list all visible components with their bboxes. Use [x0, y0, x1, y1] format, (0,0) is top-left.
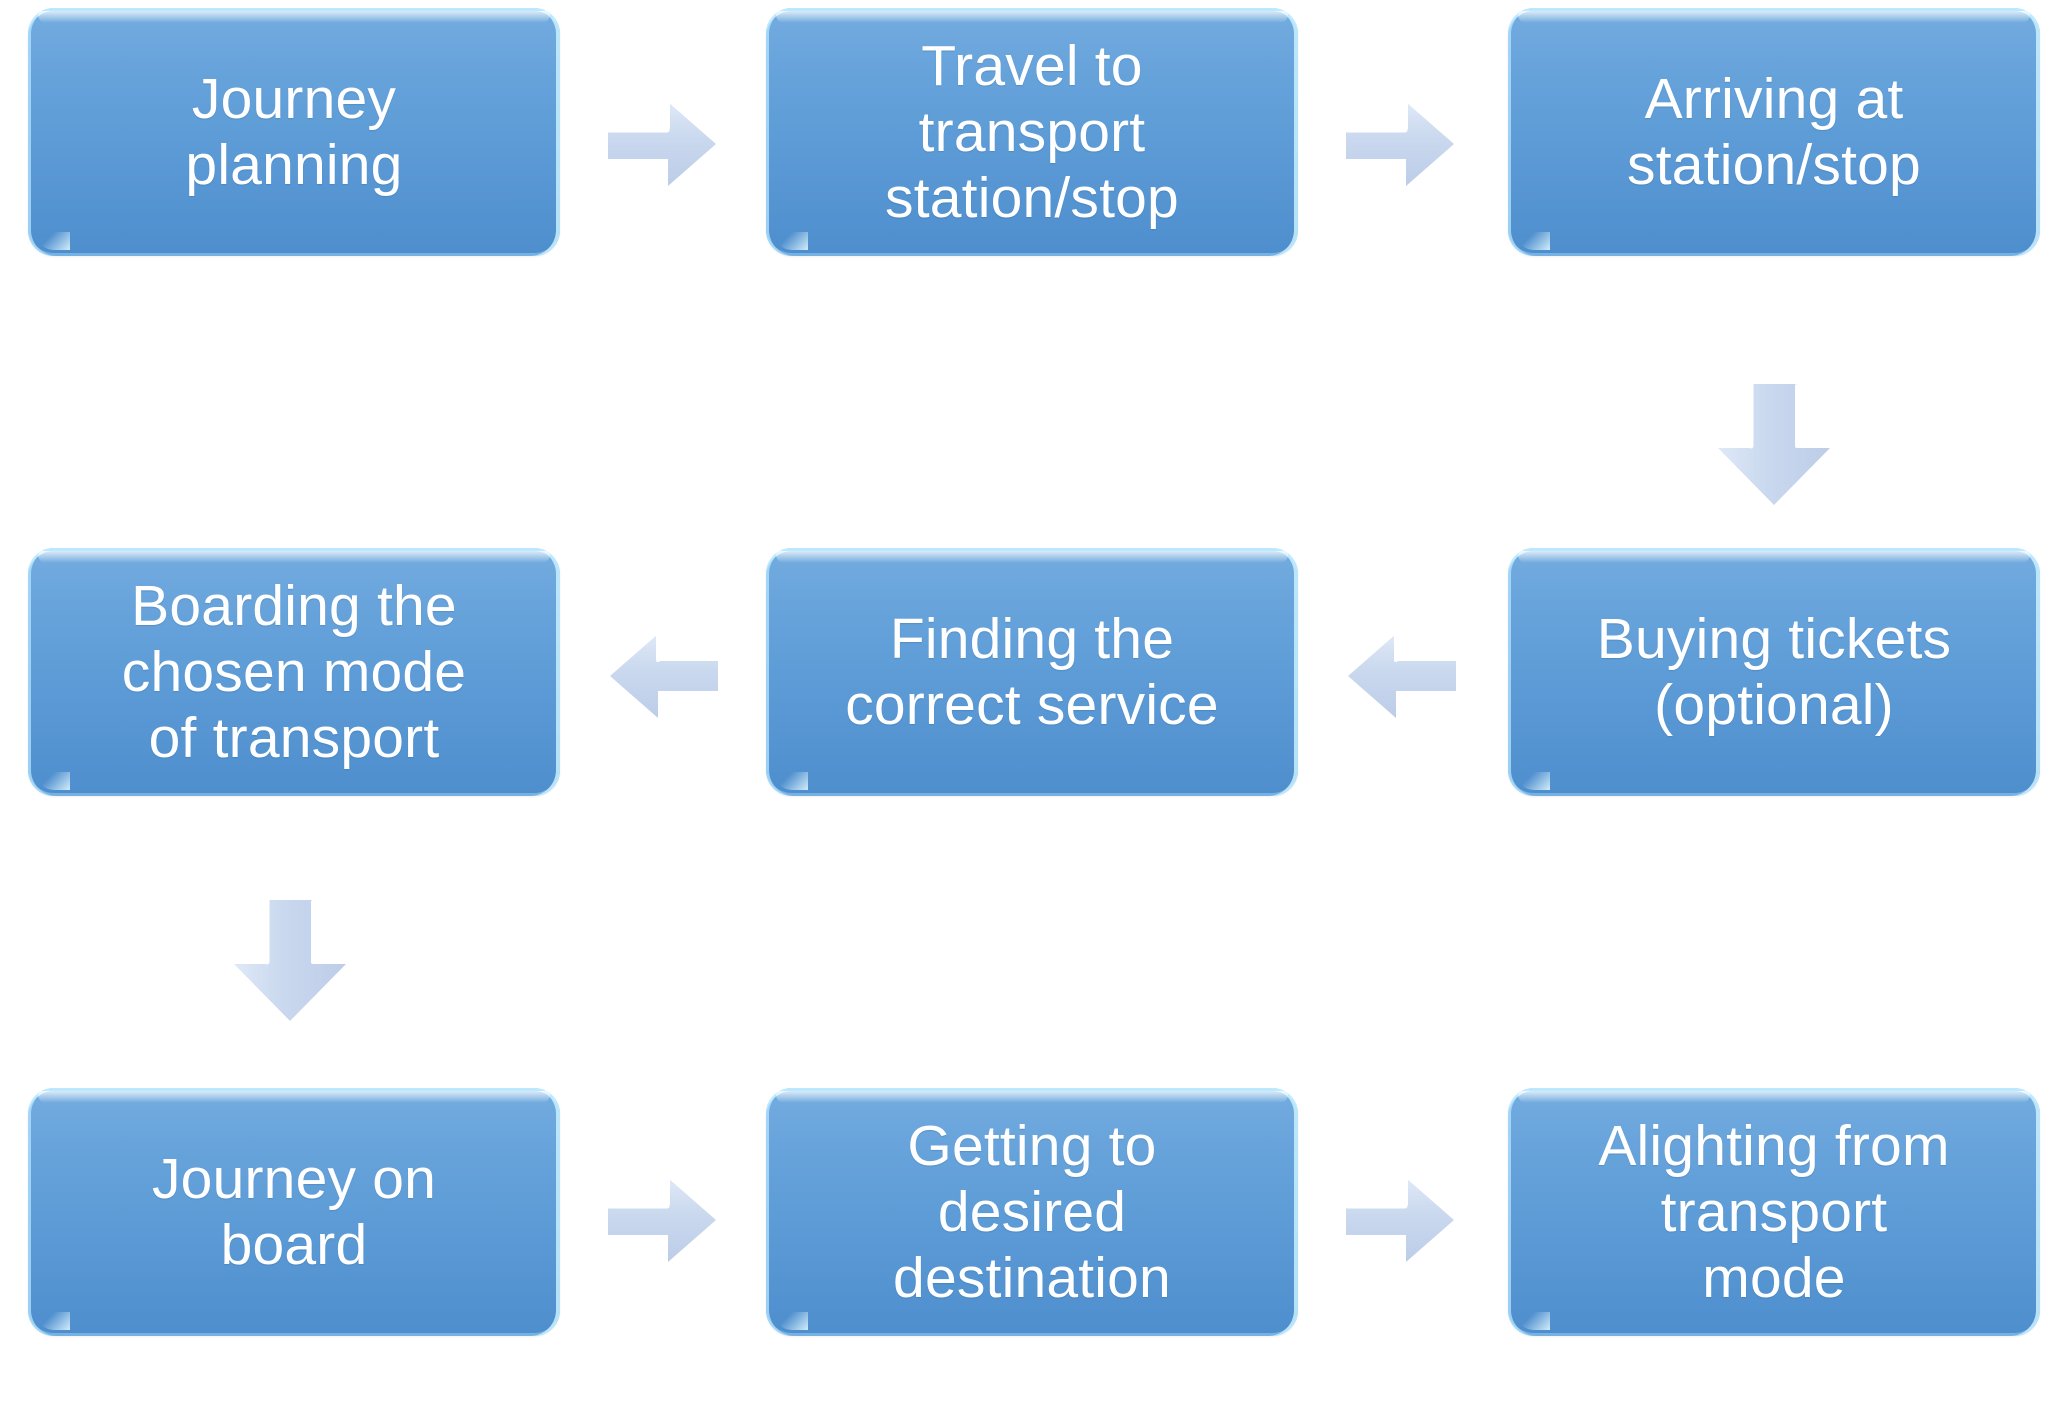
node-label: Boarding the chosen mode of transport	[121, 573, 467, 771]
process-node-buying-tickets[interactable]: Buying tickets (optional)	[1508, 548, 2040, 796]
process-node-journey-planning[interactable]: Journey planning	[28, 8, 560, 256]
node-label: Journey planning	[185, 66, 403, 197]
connector-arrow-right-4	[1344, 1172, 1456, 1268]
connector-arrow-left-2	[1346, 628, 1458, 724]
node-label: Finding the correct service	[845, 606, 1219, 737]
process-node-travel-to-station[interactable]: Travel to transport station/stop	[766, 8, 1298, 256]
connector-arrow-right-3	[606, 1172, 718, 1268]
node-label: Travel to transport station/stop	[885, 33, 1179, 231]
process-node-alighting-from-transport[interactable]: Alighting from transport mode	[1508, 1088, 2040, 1336]
node-label: Getting to desired destination	[893, 1113, 1171, 1311]
connector-arrow-right-2	[1344, 96, 1456, 192]
node-label: Alighting from transport mode	[1598, 1113, 1950, 1311]
connector-arrow-left-1	[608, 628, 720, 724]
process-node-arriving-at-station[interactable]: Arriving at station/stop	[1508, 8, 2040, 256]
connector-arrow-right-1	[606, 96, 718, 192]
process-node-journey-on-board[interactable]: Journey on board	[28, 1088, 560, 1336]
node-label: Buying tickets (optional)	[1596, 606, 1952, 737]
connector-arrow-down-1	[1712, 382, 1836, 508]
process-node-getting-to-destination[interactable]: Getting to desired destination	[766, 1088, 1298, 1336]
node-label: Journey on board	[151, 1146, 437, 1277]
process-node-boarding-chosen-mode[interactable]: Boarding the chosen mode of transport	[28, 548, 560, 796]
process-node-finding-correct-service[interactable]: Finding the correct service	[766, 548, 1298, 796]
connector-arrow-down-2	[228, 898, 352, 1024]
node-label: Arriving at station/stop	[1627, 66, 1921, 197]
